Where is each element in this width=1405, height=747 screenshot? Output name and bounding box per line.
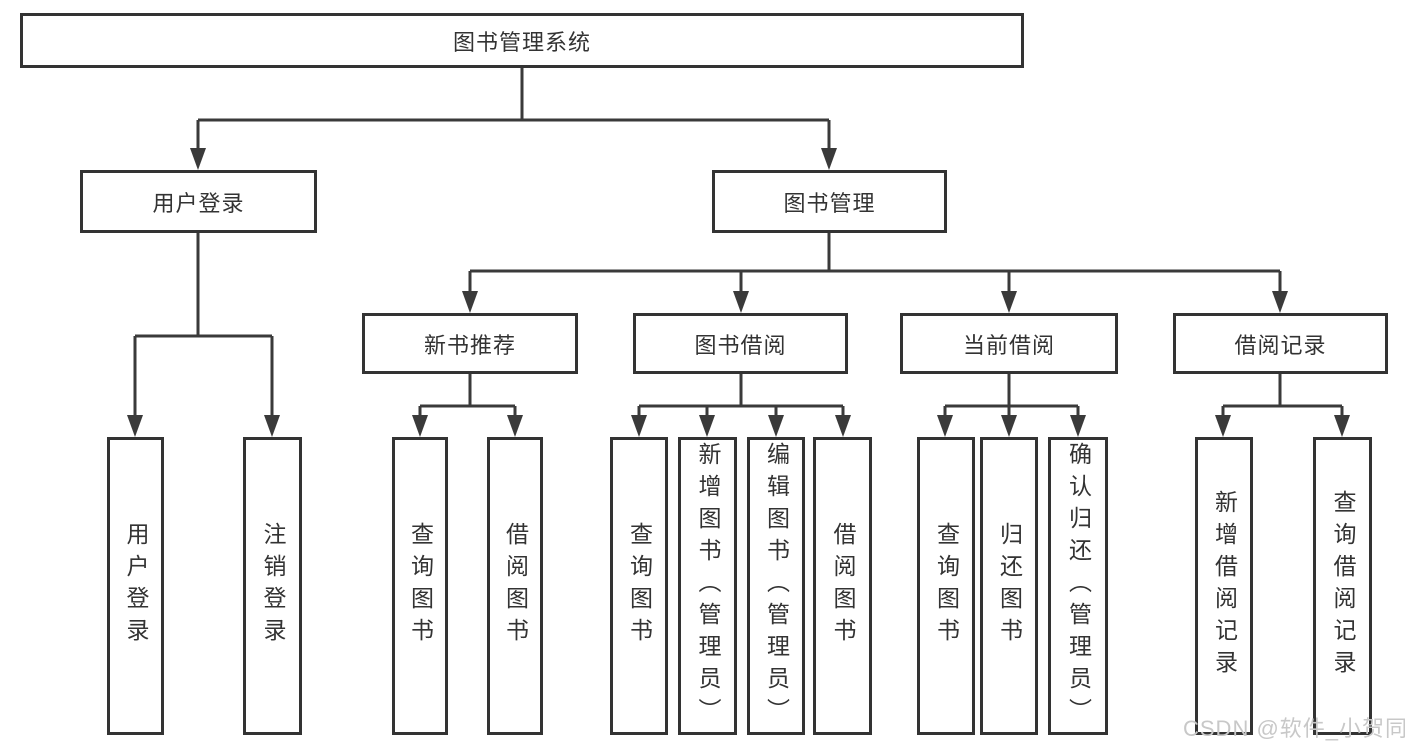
leaf-add-book-admin: 新增图书（管理员） xyxy=(678,437,737,735)
node-label: 用户登录 xyxy=(152,190,245,216)
node-root-library-system: 图书管理系统 xyxy=(20,13,1024,68)
leaf-return-books: 归还图书 xyxy=(980,437,1038,735)
leaf-add-borrow-record: 新增借阅记录 xyxy=(1195,437,1253,735)
leaf-user-login: 用户登录 xyxy=(107,437,164,735)
leaf-logout: 注销登录 xyxy=(243,437,302,735)
leaf-edit-book-admin: 编辑图书（管理员） xyxy=(747,437,805,735)
node-label: 当前借阅 xyxy=(962,332,1055,358)
node-label: 查询图书 xyxy=(407,522,434,650)
node-label: 借阅记录 xyxy=(1234,332,1327,358)
node-label: 查询借阅记录 xyxy=(1330,490,1356,682)
node-new-book-recommend: 新书推荐 xyxy=(362,313,578,374)
node-label: 归还图书 xyxy=(996,522,1023,650)
node-label: 新书推荐 xyxy=(423,332,516,358)
leaf-borrow-books-recommend: 借阅图书 xyxy=(487,437,543,735)
node-label: 注销登录 xyxy=(260,522,286,650)
node-label: 编辑图书（管理员） xyxy=(763,442,790,730)
node-label: 图书管理 xyxy=(783,190,876,216)
node-book-borrowing: 图书借阅 xyxy=(633,313,848,374)
leaf-query-books-recommend: 查询图书 xyxy=(392,437,448,735)
node-borrowing-records: 借阅记录 xyxy=(1173,313,1388,374)
leaf-query-books-borrowing: 查询图书 xyxy=(610,437,668,735)
node-label: 图书管理系统 xyxy=(452,29,591,55)
leaf-borrow-books: 借阅图书 xyxy=(813,437,872,735)
csdn-watermark: CSDN @软件_小贺同学 xyxy=(1183,716,1405,741)
node-label: 新增图书（管理员） xyxy=(695,442,721,730)
node-label: 借阅图书 xyxy=(830,522,856,650)
node-book-management: 图书管理 xyxy=(712,170,947,233)
node-label: 查询图书 xyxy=(626,522,653,650)
arrowhead-icons xyxy=(127,148,1350,437)
node-current-borrowing: 当前借阅 xyxy=(900,313,1118,374)
leaf-query-books-current: 查询图书 xyxy=(917,437,975,735)
node-user-login: 用户登录 xyxy=(80,170,317,233)
node-label: 确认归还（管理员） xyxy=(1065,442,1092,730)
leaf-confirm-return-admin: 确认归还（管理员） xyxy=(1048,437,1108,735)
node-label: 查询图书 xyxy=(933,522,960,650)
node-label: 图书借阅 xyxy=(694,332,787,358)
node-label: 新增借阅记录 xyxy=(1211,490,1238,682)
node-label: 用户登录 xyxy=(123,522,149,650)
node-label: 借阅图书 xyxy=(502,522,529,650)
leaf-query-borrow-record: 查询借阅记录 xyxy=(1313,437,1372,735)
